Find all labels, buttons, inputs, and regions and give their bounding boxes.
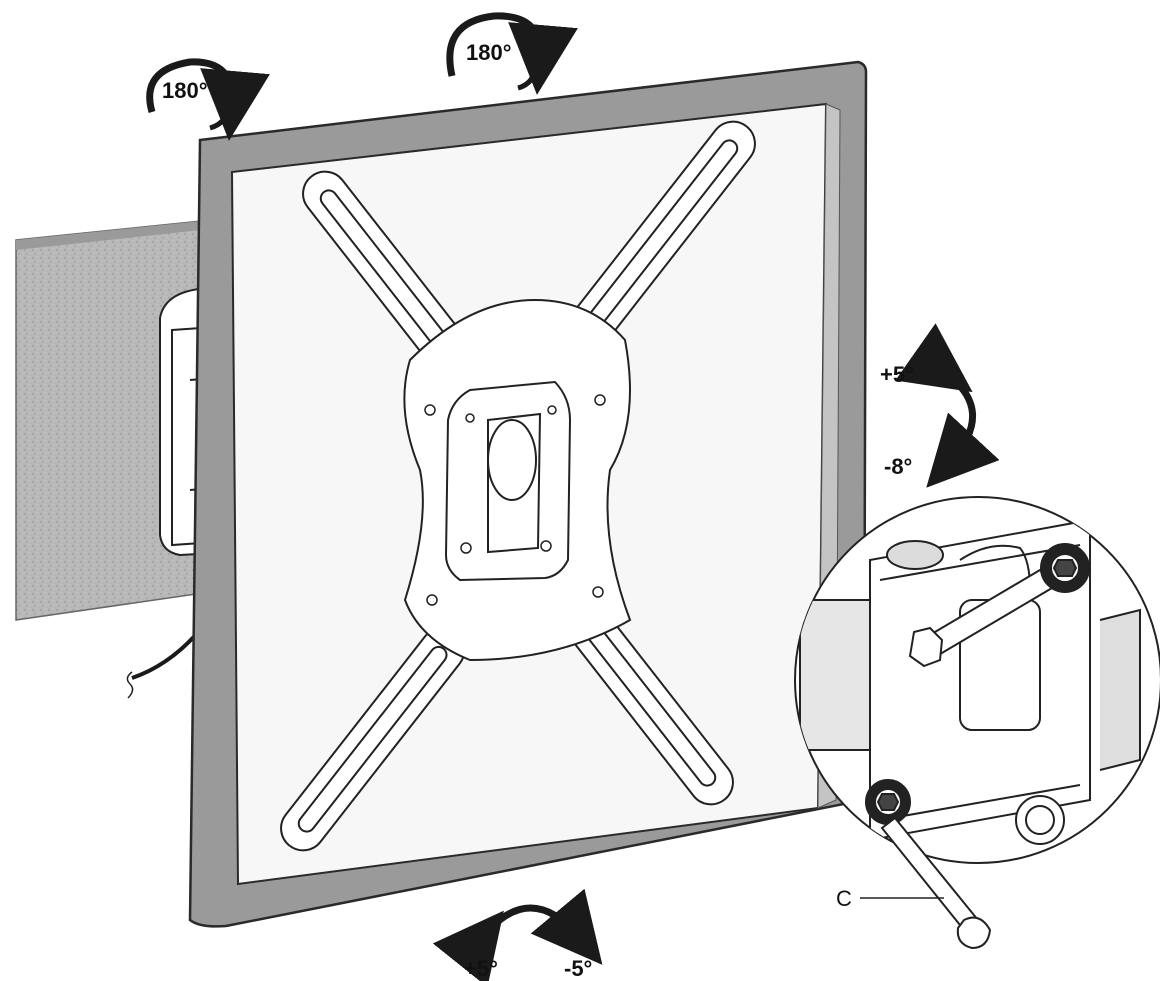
wrench-upper [908,543,1090,668]
swivel-left-label: 180° [162,78,208,103]
level-arrow [432,888,603,981]
tilt-down-label: -8° [884,454,912,479]
tilt-up-label: +5° [880,362,914,387]
level-left-label: +5° [464,956,498,981]
plate-holes [424,394,606,606]
swivel-top-arrow [446,12,578,95]
level-right-label: -5° [564,956,592,981]
vesa-mounting-plate [280,120,756,852]
cable-end [126,671,134,699]
tilt-detail-inset [794,496,1160,950]
swivel-top-label: 180° [466,40,512,65]
tilt-arrow [895,323,1000,488]
swivel-left-arrow [146,58,270,141]
part-c-label: C [836,886,852,911]
wrench-c [865,779,992,950]
